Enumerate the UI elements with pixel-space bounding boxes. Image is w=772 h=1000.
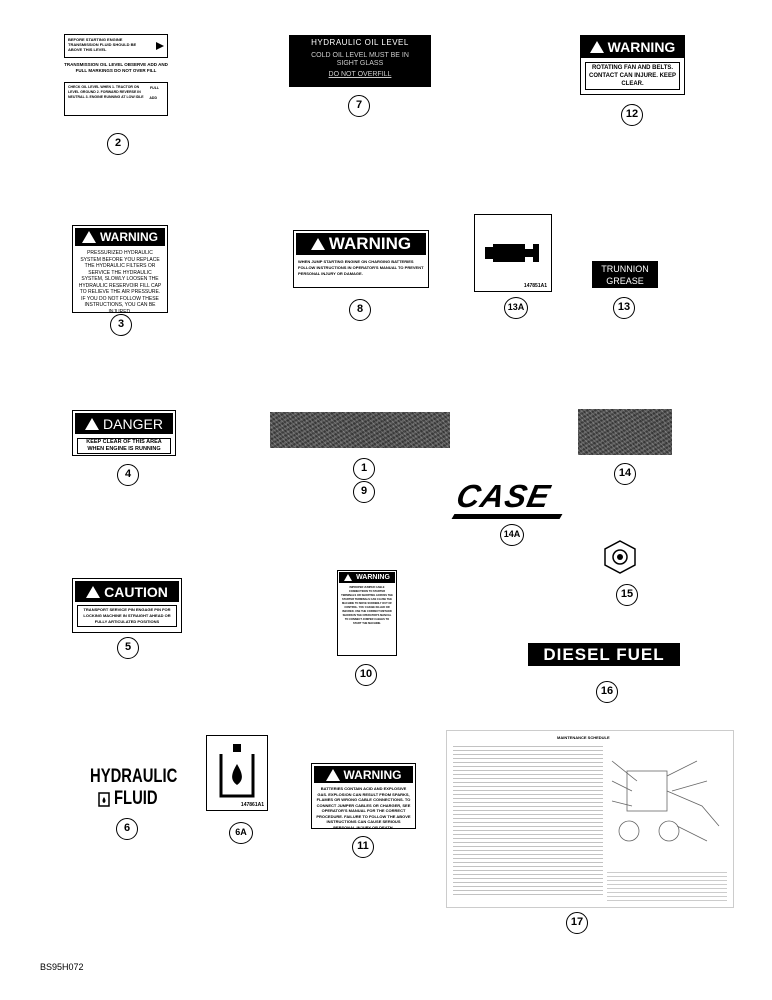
grease-gun-icon — [485, 244, 539, 262]
decal-14a-case-logo: CASE — [447, 478, 577, 522]
callout-14: 14 — [614, 463, 636, 485]
decal-6-line1: HYDRAULIC — [90, 766, 178, 787]
warning-triangle-icon — [310, 238, 325, 250]
warning-triangle-icon — [82, 231, 96, 243]
callout-3: 3 — [110, 314, 132, 336]
decal-14-dark-logo — [578, 409, 672, 455]
decal-12-body: ROTATING FAN AND BELTS. CONTACT CAN INJU… — [585, 62, 680, 90]
decal-13a-grease-gun: 147851A1 — [474, 214, 552, 292]
decal-17-maintenance-schedule: MAINTENANCE SCHEDULE — [446, 730, 734, 908]
decal-4-header: DANGER — [103, 415, 163, 432]
decal-10-header: WARNING — [356, 574, 390, 581]
hex-nut-icon — [604, 540, 636, 574]
decal-13a-part-number: 147851A1 — [523, 283, 547, 289]
decal-5-body: TRANSPORT SERVICE PIN ENGAGE PIN FOR LOC… — [77, 605, 177, 627]
caution-triangle-icon — [86, 585, 101, 598]
callout-10: 10 — [355, 664, 377, 686]
decal-2-line1: BEFORE STARTING ENGINE TRANSMISSION FLUI… — [68, 37, 137, 52]
callout-6a: 6A — [229, 822, 253, 844]
decal-4-danger-keep-clear: DANGER KEEP CLEAR OF THIS AREA WHEN ENGI… — [72, 410, 176, 456]
decal-8-header: WARNING — [328, 234, 412, 253]
decal-7-hydraulic-oil-level: HYDRAULIC OIL LEVEL COLD OIL LEVEL MUST … — [289, 35, 431, 87]
decal-10-warning-jumper-cables: WARNING IMPROPER JUMPER CABLE CONNECTION… — [337, 570, 397, 656]
decal-4-body: KEEP CLEAR OF THIS AREA WHEN ENGINE IS R… — [77, 438, 171, 454]
warning-triangle-icon — [344, 574, 353, 581]
decal-2-bottom-panel: CHECK OIL LEVEL WHEN 1. TRACTOR ON LEVEL… — [64, 82, 168, 116]
decal-2-line3: CHECK OIL LEVEL WHEN 1. TRACTOR ON LEVEL… — [68, 85, 144, 99]
callout-4: 4 — [117, 464, 139, 486]
callout-14a: 14A — [500, 524, 524, 546]
decal-8-header-bar: WARNING — [296, 233, 426, 255]
decal-13-line1: TRUNNION — [601, 264, 649, 274]
decal-4-header-bar: DANGER — [75, 413, 173, 434]
decal-3-header-bar: WARNING — [75, 228, 165, 246]
decal-10-header-bar: WARNING — [339, 572, 395, 583]
callout-8: 8 — [349, 299, 371, 321]
oil-can-icon — [98, 792, 110, 807]
callout-13a: 13A — [504, 297, 528, 319]
decal-8-warning-jump-start: WARNING WHEN JUMP STARTING ENGINE ON CHA… — [293, 230, 429, 288]
decal-6-hydraulic-fluid: HYDRAULIC FLUID — [90, 766, 178, 812]
callout-17: 17 — [566, 912, 588, 934]
decal-6a-part-number: 147861A1 — [240, 802, 264, 808]
callout-11: 11 — [352, 836, 374, 858]
warning-triangle-icon — [589, 41, 604, 53]
decal-3-body: PRESSURIZED HYDRAULIC SYSTEM BEFORE YOU … — [78, 250, 162, 315]
case-logo-underline — [451, 514, 563, 519]
decal-5-caution-transport-pin: CAUTION TRANSPORT SERVICE PIN ENGAGE PIN… — [72, 578, 182, 633]
decal-7-body: COLD OIL LEVEL MUST BE IN SIGHT GLASS — [311, 52, 409, 67]
figure-code: BS95H072 — [40, 962, 84, 972]
decal-10-body: IMPROPER JUMPER CABLE CONNECTIONS TO STA… — [341, 586, 393, 625]
decal-13-line2: GREASE — [606, 276, 644, 286]
decal-16-diesel-fuel: DIESEL FUEL — [528, 643, 680, 666]
callout-9: 9 — [353, 481, 375, 503]
decal-12-header: WARNING — [607, 39, 676, 55]
callout-7: 7 — [348, 95, 370, 117]
decal-7-footer: DO NOT OVERFILL — [328, 71, 392, 78]
callout-12: 12 — [621, 104, 643, 126]
callout-5: 5 — [117, 637, 139, 659]
decal-2-add-label: ADD — [149, 96, 157, 100]
decal-6-line2-row: FLUID — [98, 788, 176, 810]
callout-15: 15 — [616, 584, 638, 606]
callout-1: 1 — [353, 458, 375, 480]
arrow-right-icon — [156, 42, 164, 50]
decal-7-title: HYDRAULIC OIL LEVEL — [311, 38, 409, 47]
decal-1-9-dark-strip — [270, 412, 450, 448]
decal-8-body: WHEN JUMP STARTING ENGINE ON CHARGING BA… — [298, 259, 424, 276]
decal-12-warning-fan: WARNING ROTATING FAN AND BELTS. CONTACT … — [580, 35, 685, 95]
decal-13-trunnion-grease: TRUNNION GREASE — [592, 261, 658, 288]
decal-2-full-label: FULL — [150, 86, 159, 90]
callout-6: 6 — [116, 818, 138, 840]
warning-triangle-icon — [325, 768, 340, 781]
decal-3-header: WARNING — [100, 230, 158, 244]
decal-11-warning-batteries: WARNING BATTERIES CONTAIN ACID AND EXPLO… — [311, 763, 416, 830]
callout-2: 2 — [107, 133, 129, 155]
decal-2-top-panel: BEFORE STARTING ENGINE TRANSMISSION FLUI… — [64, 34, 168, 58]
decal-6-line2: FLUID — [114, 788, 158, 809]
decal-17-lubrication-diagram — [611, 760, 720, 842]
decal-5-header-bar: CAUTION — [75, 581, 179, 602]
decal-3-warning-pressurized-hydraulic: WARNING PRESSURIZED HYDRAULIC SYSTEM BEF… — [72, 225, 168, 315]
reservoir-drop-icon — [219, 744, 255, 798]
decal-2-transmission-oil-level: BEFORE STARTING ENGINE TRANSMISSION FLUI… — [62, 32, 170, 118]
decal-11-body: BATTERIES CONTAIN ACID AND EXPLOSIVE GAS… — [316, 786, 411, 830]
decal-17-footnotes — [607, 871, 727, 901]
decal-11-header-bar: WARNING — [314, 766, 413, 783]
decal-6a-hydraulic-reservoir: 147861A1 — [206, 735, 268, 811]
decal-2-line2: TRANSMISSION OIL LEVEL OBSERVE ADD AND F… — [64, 62, 168, 73]
decal-15-hex-nut — [604, 540, 636, 574]
decal-17-schedule-table — [453, 745, 603, 895]
danger-triangle-icon — [85, 417, 100, 430]
callout-16: 16 — [596, 681, 618, 703]
callout-13: 13 — [613, 297, 635, 319]
case-logo-text: CASE — [453, 478, 554, 514]
decal-11-header: WARNING — [343, 767, 402, 782]
decal-12-header-bar: WARNING — [581, 36, 684, 58]
decal-5-header: CAUTION — [104, 583, 168, 600]
decal-16-text: DIESEL FUEL — [543, 645, 665, 664]
decal-17-title: MAINTENANCE SCHEDULE — [557, 735, 610, 740]
